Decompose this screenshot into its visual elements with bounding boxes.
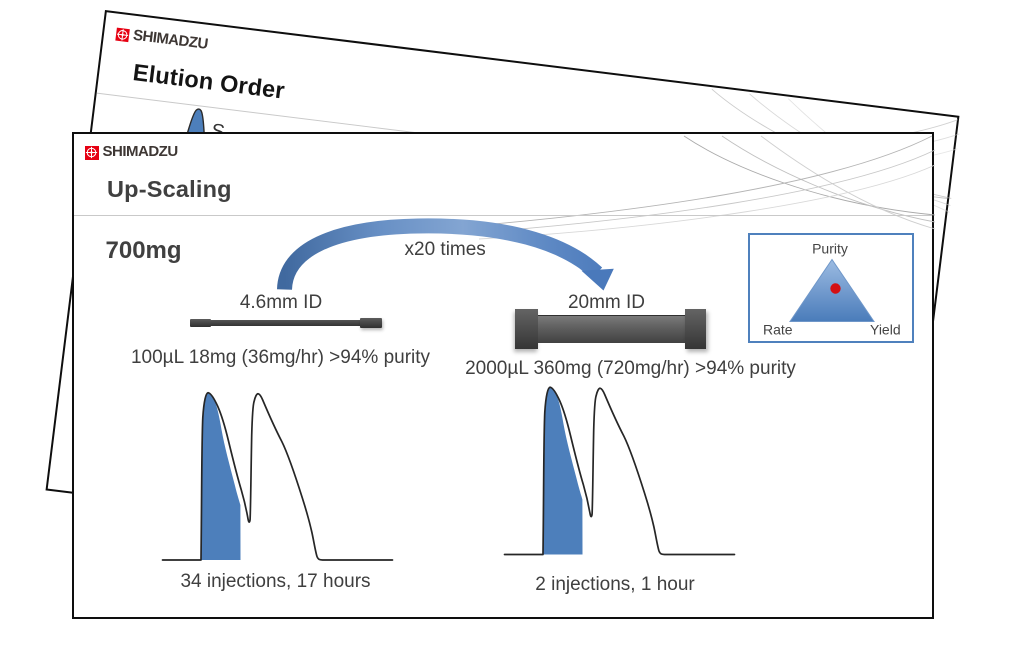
svg-text:Rate: Rate (763, 321, 793, 337)
svg-text:Yield: Yield (870, 321, 901, 337)
svg-text:Purity: Purity (812, 240, 848, 256)
